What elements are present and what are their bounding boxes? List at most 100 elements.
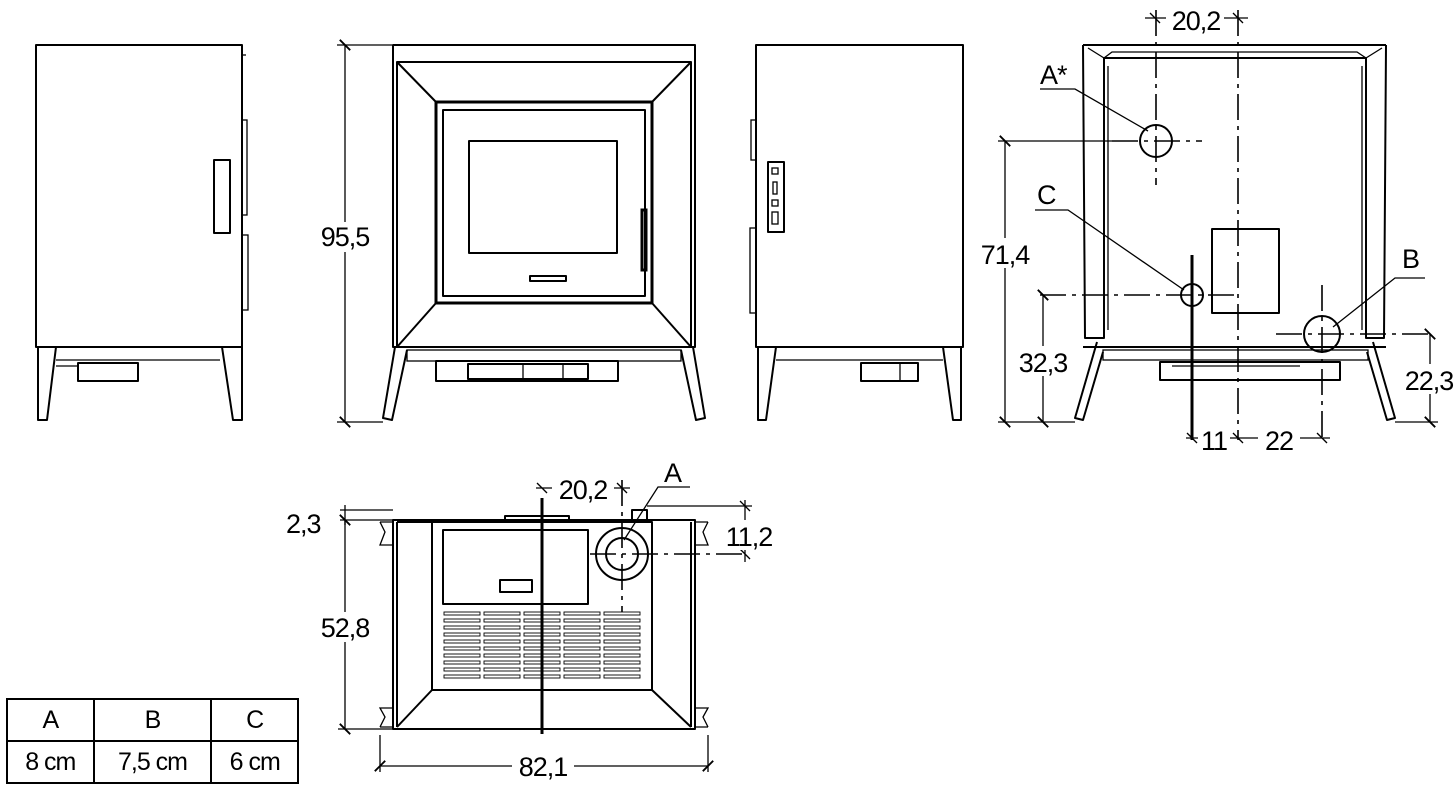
grille-slot xyxy=(523,625,561,630)
grille-slot xyxy=(483,674,521,679)
label-plan-depth: 52,8 xyxy=(321,613,370,643)
table-header-a: A xyxy=(6,698,95,742)
grille-slot xyxy=(443,674,481,679)
grille-slot xyxy=(603,653,641,658)
label-flue-top: A xyxy=(664,458,682,488)
grille-slot xyxy=(443,639,481,644)
leader-a-top: A xyxy=(623,458,690,541)
dimension-flue-height: 71,4 xyxy=(976,135,1112,428)
grille-slot xyxy=(563,646,601,651)
grille-slot xyxy=(603,632,641,637)
grille-slot xyxy=(603,674,641,679)
grille-slot xyxy=(483,660,521,665)
grille-slot xyxy=(603,618,641,623)
grille-slot xyxy=(483,611,521,616)
dimension-inlet-c-height: 32,3 xyxy=(1012,289,1074,428)
leader-a-rear: A* xyxy=(1040,60,1149,132)
grille-slot xyxy=(483,618,521,623)
label-inlet-b-height: 22,3 xyxy=(1405,366,1454,396)
connection-size-table: A B C 8 cm 7,5 cm 6 cm xyxy=(6,698,299,784)
label-offset-c: 11 xyxy=(1201,426,1227,456)
table-header-c: C xyxy=(210,698,299,742)
grille-slot xyxy=(443,646,481,651)
grille-slot xyxy=(483,653,521,658)
label-plan-flue-offset: 11,2 xyxy=(726,522,773,552)
leader-c: C xyxy=(1035,180,1185,291)
grille-slot xyxy=(523,646,561,651)
grille-slot xyxy=(603,646,641,651)
grille-slot xyxy=(483,667,521,672)
grille-slot xyxy=(563,632,601,637)
leader-b: B xyxy=(1332,244,1425,328)
label-flue-height: 71,4 xyxy=(981,240,1031,270)
dimension-offsets-bottom: 11 22 xyxy=(1186,424,1330,456)
grille-slot xyxy=(443,625,481,630)
label-plan-rear-offset: 2,3 xyxy=(286,509,321,539)
grille-slot xyxy=(523,632,561,637)
label-inlet-b: B xyxy=(1402,244,1419,274)
grille-slot xyxy=(443,653,481,658)
label-flue-offset-top: 20,2 xyxy=(1172,6,1221,36)
dimension-flue-offset-top: 20,2 xyxy=(1145,4,1248,36)
grille-slot xyxy=(483,646,521,651)
grille-slot xyxy=(563,660,601,665)
label-inlet-c: C xyxy=(1037,180,1056,210)
label-flue-rear: A* xyxy=(1040,60,1068,90)
grille-slot xyxy=(443,611,481,616)
grille-slot xyxy=(563,625,601,630)
inlet-b xyxy=(1276,285,1430,440)
grille-slot xyxy=(443,660,481,665)
inlet-c xyxy=(1040,255,1235,440)
side-view-left xyxy=(35,44,249,421)
grille-slot xyxy=(563,674,601,679)
table-value-c: 6 cm xyxy=(210,740,299,784)
grille-slot xyxy=(563,611,601,616)
label-plan-width: 82,1 xyxy=(519,752,568,782)
dimension-plan-depth: 52,8 xyxy=(314,514,393,735)
table-value-b: 7,5 cm xyxy=(92,740,213,784)
rear-view xyxy=(1074,44,1396,421)
grille-slot xyxy=(563,653,601,658)
grille-slot xyxy=(443,618,481,623)
table-header-b: B xyxy=(92,698,213,742)
grille-slot xyxy=(563,639,601,644)
grille-slot xyxy=(523,674,561,679)
grille-slot xyxy=(603,639,641,644)
label-offset-b: 22 xyxy=(1265,426,1293,456)
dimension-inlet-b-height: 22,3 xyxy=(1395,328,1456,428)
flue-outlet-rear xyxy=(1112,10,1202,185)
grille-slot xyxy=(523,667,561,672)
grille-slot xyxy=(603,625,641,630)
label-height-total: 95,5 xyxy=(321,222,370,252)
grille-slot xyxy=(523,618,561,623)
grille-slot xyxy=(523,639,561,644)
grille-slot xyxy=(603,611,641,616)
grille-slot xyxy=(523,660,561,665)
label-plan-offset: 20,2 xyxy=(559,475,608,505)
label-inlet-c-height: 32,3 xyxy=(1019,348,1068,378)
dimension-plan-width: 82,1 xyxy=(374,735,714,782)
grille-slot xyxy=(523,653,561,658)
grille-slot xyxy=(483,639,521,644)
dimension-plan-flue-offset: 11,2 xyxy=(647,500,778,562)
grille-slot xyxy=(563,667,601,672)
grille-slot xyxy=(603,667,641,672)
table-value-row: 8 cm 7,5 cm 6 cm xyxy=(6,740,299,784)
table-value-a: 8 cm xyxy=(6,740,95,784)
grille-slot xyxy=(483,625,521,630)
grille-slot xyxy=(443,632,481,637)
grille-slot xyxy=(443,667,481,672)
table-header-row: A B C xyxy=(6,698,299,742)
top-view-grille xyxy=(443,611,641,679)
top-view xyxy=(378,480,745,734)
dimension-height-total: 95,5 xyxy=(314,39,392,428)
grille-slot xyxy=(483,632,521,637)
grille-slot xyxy=(563,618,601,623)
dimension-plan-rear-offset: 2,3 xyxy=(286,505,393,539)
side-view-right xyxy=(749,44,964,421)
dimension-plan-offset: 20,2 xyxy=(536,474,630,505)
grille-slot xyxy=(523,611,561,616)
grille-slot xyxy=(603,660,641,665)
front-view xyxy=(382,44,706,421)
